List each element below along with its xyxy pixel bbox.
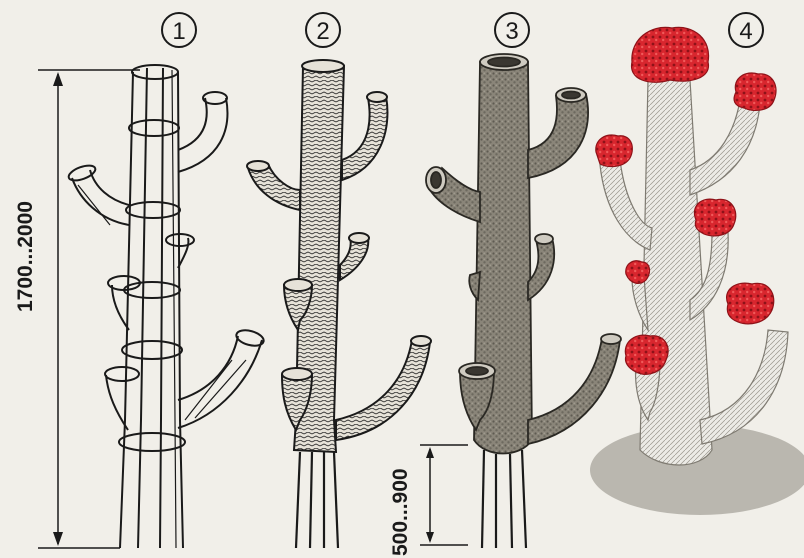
height-dimension-label: 1700...2000 — [14, 201, 37, 312]
base-dimension-label: 500...900 — [389, 468, 412, 556]
step-label-3: 3 — [495, 13, 529, 47]
svg-text:1: 1 — [172, 18, 185, 45]
flowering-cactus-drawing — [590, 27, 804, 515]
step-label-2: 2 — [306, 13, 340, 47]
height-dimension: 1700...2000 — [14, 70, 140, 548]
svg-text:2: 2 — [316, 18, 329, 45]
step-label-1: 1 — [162, 13, 196, 47]
step-label-4: 4 — [729, 13, 763, 47]
svg-text:3: 3 — [505, 18, 518, 45]
svg-text:4: 4 — [739, 18, 752, 45]
base-dimension: 500...900 — [389, 445, 468, 556]
wire-frame-drawing — [67, 65, 266, 548]
